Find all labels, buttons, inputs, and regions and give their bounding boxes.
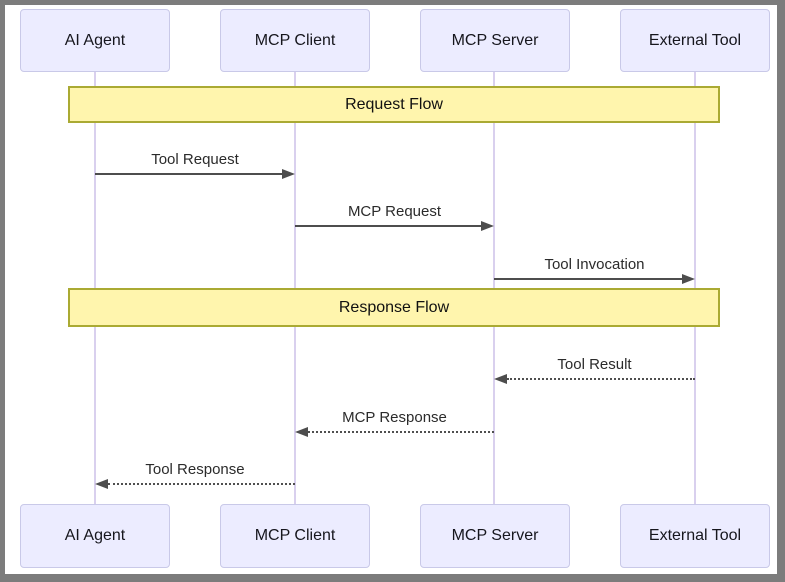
message-line-tool-request (95, 173, 282, 175)
message-label-tool-request: Tool Request (151, 151, 239, 168)
message-line-tool-result (507, 378, 695, 380)
actor-external-tool-bottom: External Tool (620, 504, 770, 568)
message-label-tool-response: Tool Response (145, 461, 245, 478)
message-label-tool-invocation: Tool Invocation (544, 256, 645, 273)
arrowhead-right-icon (682, 274, 695, 284)
message-line-tool-invocation (494, 278, 682, 280)
actor-mcp-server-bottom: MCP Server (420, 504, 570, 568)
arrowhead-left-icon (95, 479, 108, 489)
actor-mcp-server-top: MCP Server (420, 9, 570, 72)
arrowhead-right-icon (481, 221, 494, 231)
arrowhead-left-icon (295, 427, 308, 437)
message-label-tool-result: Tool Result (557, 356, 632, 373)
arrowhead-left-icon (494, 374, 507, 384)
message-line-mcp-request (295, 225, 481, 227)
message-line-tool-response (108, 483, 295, 485)
arrowhead-right-icon (282, 169, 295, 179)
message-label-mcp-response: MCP Response (342, 409, 447, 426)
actor-external-tool-top: External Tool (620, 9, 770, 72)
section-banner-response-flow: Response Flow (68, 288, 720, 327)
section-banner-request-flow: Request Flow (68, 86, 720, 123)
actor-ai-agent-bottom: AI Agent (20, 504, 170, 568)
sequence-diagram-canvas: AI Agent MCP Client MCP Server External … (5, 5, 777, 574)
actor-mcp-client-bottom: MCP Client (220, 504, 370, 568)
message-line-mcp-response (308, 431, 494, 433)
actor-ai-agent-top: AI Agent (20, 9, 170, 72)
actor-mcp-client-top: MCP Client (220, 9, 370, 72)
message-label-mcp-request: MCP Request (347, 203, 442, 220)
